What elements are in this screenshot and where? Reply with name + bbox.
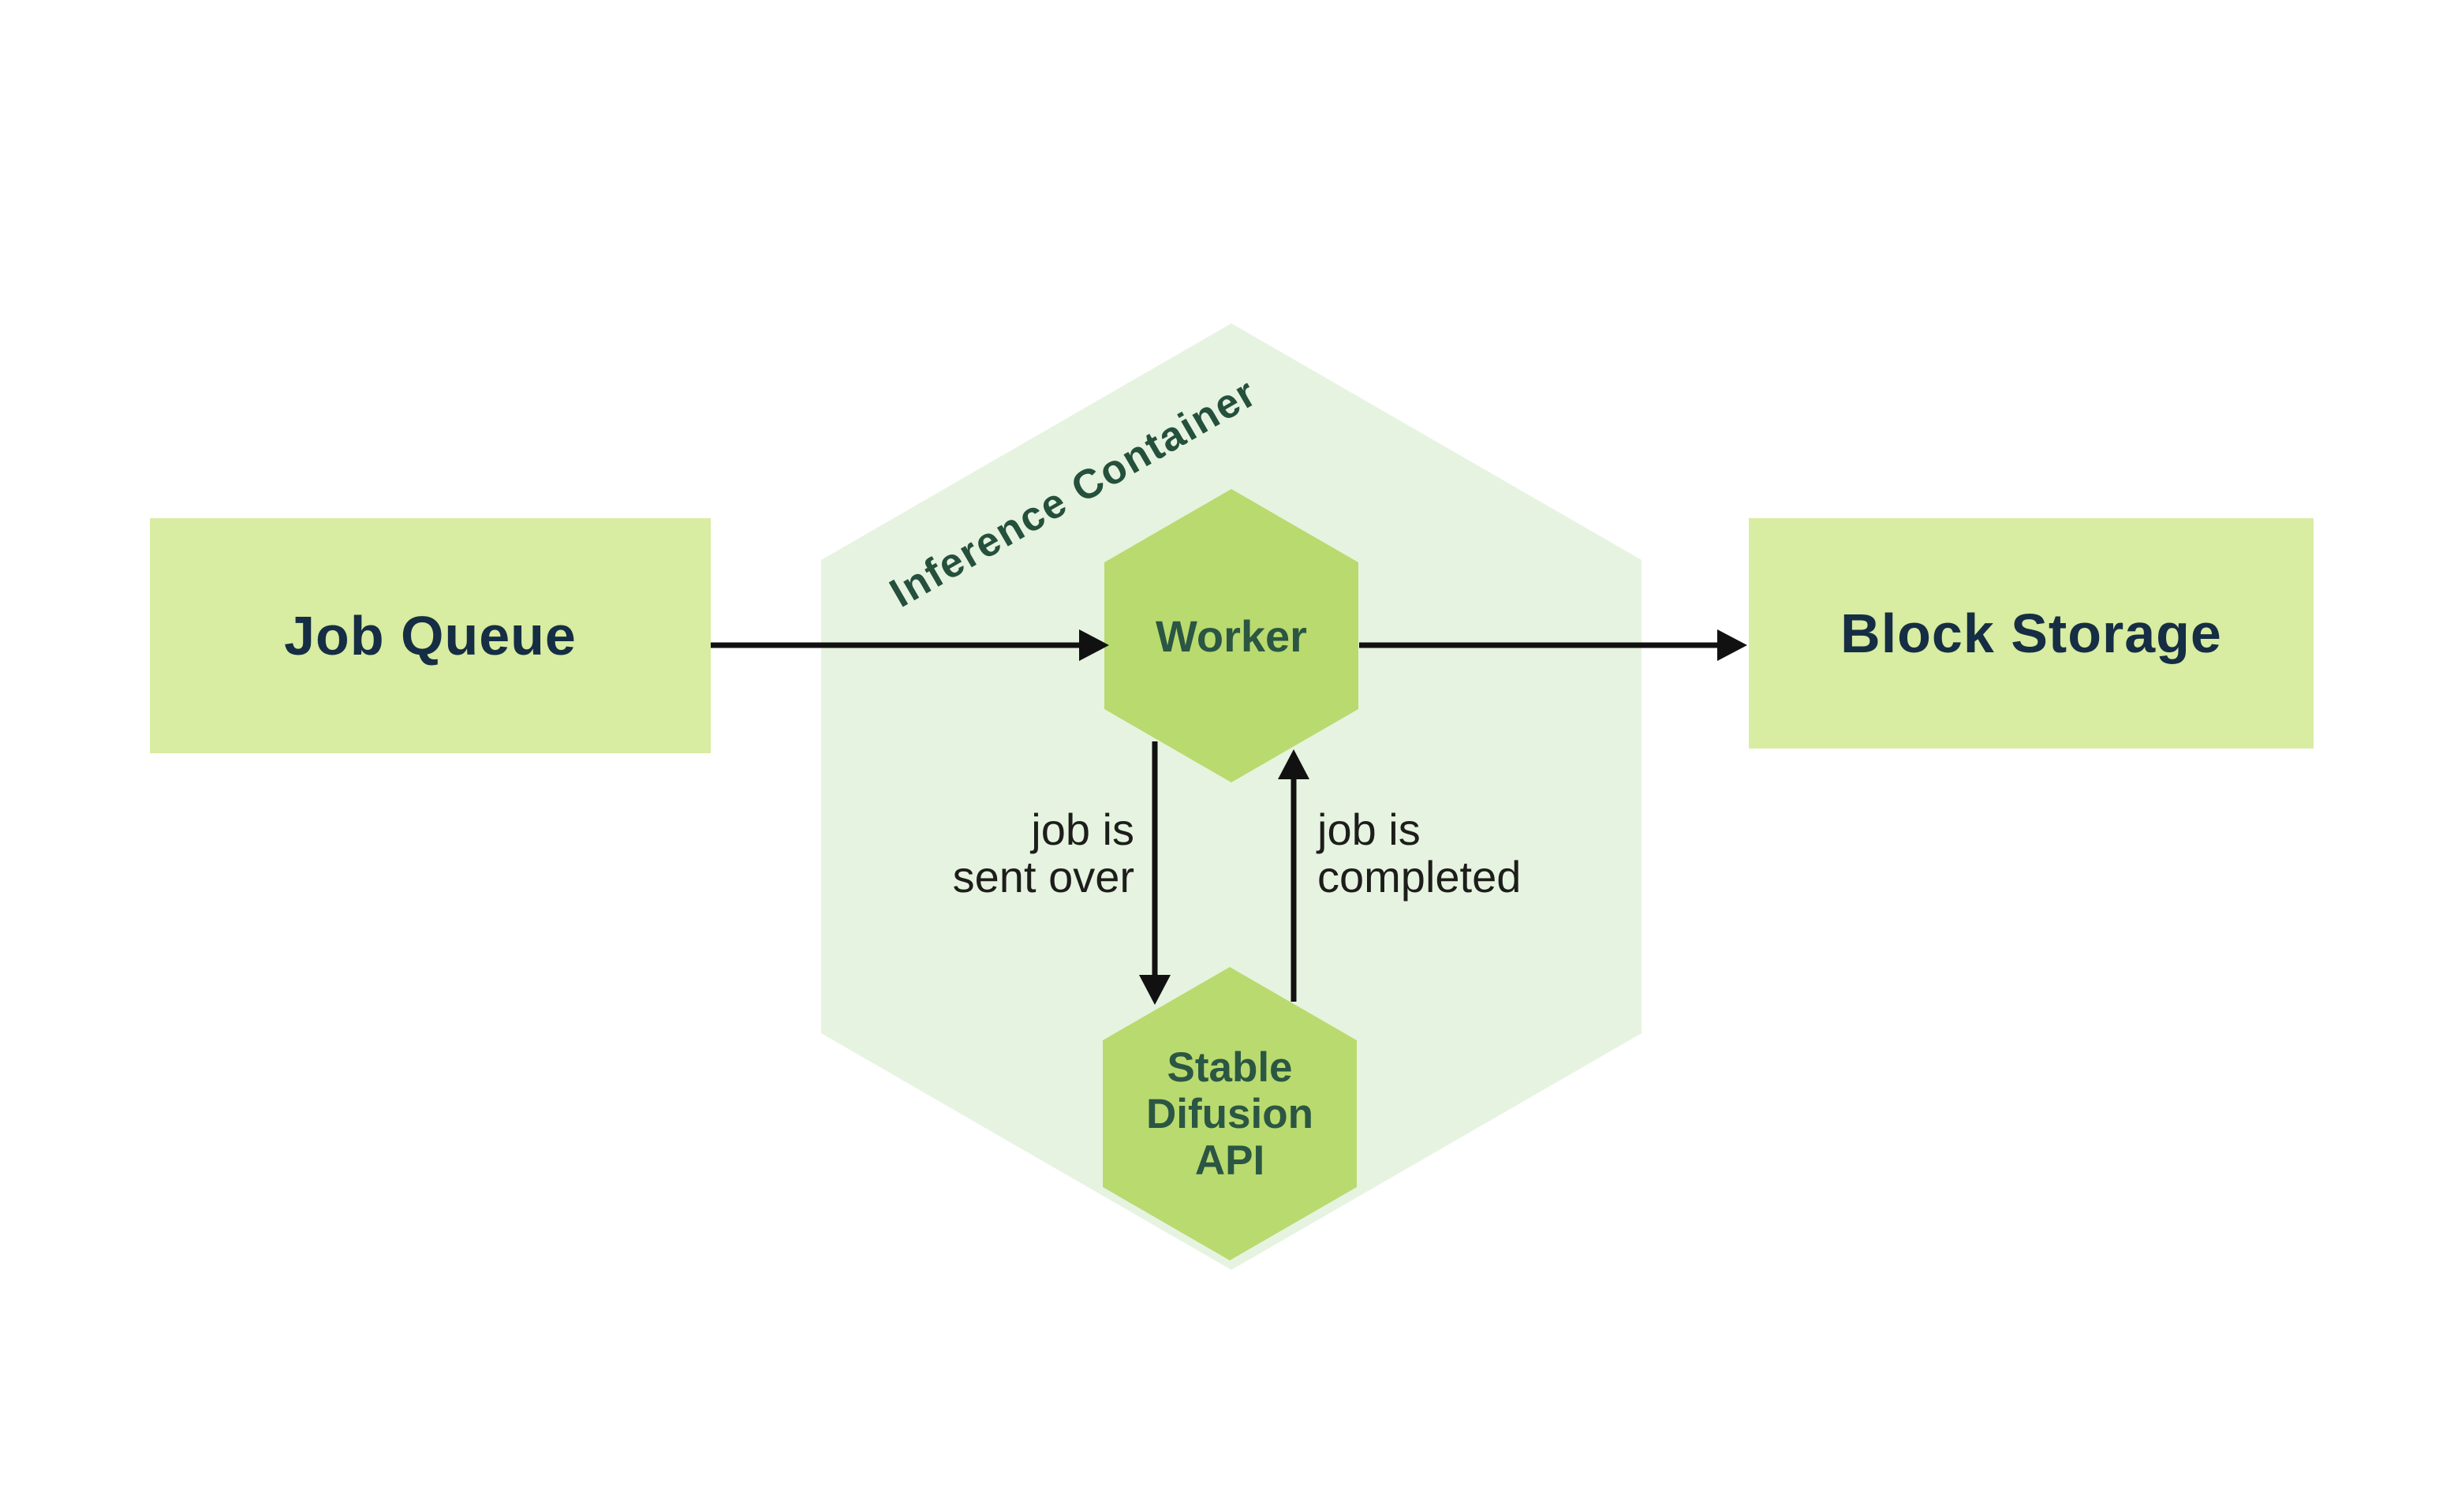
- edge-label-job-sent-over-line2: sent over: [952, 852, 1134, 902]
- stable-diffusion-api-label-line2: Difusion: [1146, 1090, 1313, 1137]
- job-queue-label: Job Queue: [284, 605, 577, 666]
- stable-diffusion-api-label-line3: API: [1194, 1137, 1265, 1184]
- edge-label-job-completed-line2: completed: [1317, 852, 1522, 902]
- edge-label-job-completed: job is completed: [1317, 806, 1521, 901]
- block-storage-node: Block Storage: [1749, 518, 2314, 749]
- edge-label-job-completed-line1: job is: [1317, 805, 1421, 854]
- edge-label-job-sent-over-line1: job is: [1031, 805, 1134, 854]
- block-storage-label: Block Storage: [1840, 603, 2222, 664]
- worker-label: Worker: [1156, 610, 1307, 661]
- stable-diffusion-api-label-line1: Stable: [1167, 1043, 1293, 1091]
- job-queue-node: Job Queue: [150, 518, 711, 753]
- edge-label-job-sent-over: job is sent over: [953, 806, 1134, 901]
